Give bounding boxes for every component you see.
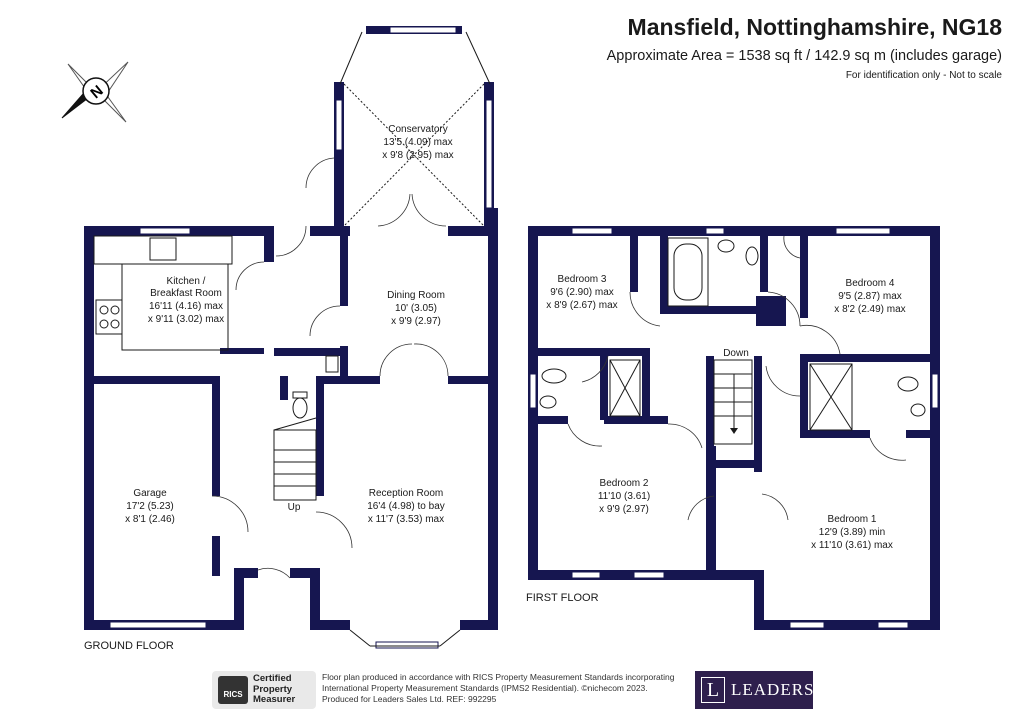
room-dimension: x 9'9 (2.97) xyxy=(599,504,649,515)
room-bedroom-1: Bedroom 1 12'9 (3.89) min x 11'10 (3.61)… xyxy=(811,514,893,551)
room-dimension: x 11'10 (3.61) max xyxy=(811,540,893,551)
room-name: Bedroom 3 xyxy=(558,274,607,285)
room-bedroom-2: Bedroom 2 11'10 (3.61) x 9'9 (2.97) xyxy=(598,478,650,515)
room-bedroom-3: Bedroom 3 9'6 (2.90) max x 8'9 (2.67) ma… xyxy=(546,274,617,311)
room-name: Bedroom 1 xyxy=(828,514,877,525)
room-dimension: 9'6 (2.90) max xyxy=(550,287,614,298)
room-dimension: x 9'8 (2.95) max xyxy=(382,150,453,161)
footer-line: Produced for Leaders Sales Ltd. REF: 992… xyxy=(322,694,497,704)
agent-logo-mark: L xyxy=(701,677,725,703)
room-bedroom-4: Bedroom 4 9'5 (2.87) max x 8'2 (2.49) ma… xyxy=(834,278,905,315)
room-dimension: 17'2 (5.23) xyxy=(126,501,174,512)
rics-logo: RICS xyxy=(218,676,248,704)
room-conservatory: Conservatory 13'5 (4.09) max x 9'8 (2.95… xyxy=(382,124,453,161)
room-dimension: 9'5 (2.87) max xyxy=(838,291,902,302)
room-dimension: 16'4 (4.98) to bay xyxy=(367,501,445,512)
ground-floor-walls xyxy=(84,26,498,630)
footer-line: International Property Measurement Stand… xyxy=(322,683,648,693)
room-dimension: x 11'7 (3.53) max xyxy=(368,514,444,525)
room-kitchen: Kitchen / Breakfast Room 16'11 (4.16) ma… xyxy=(148,276,224,325)
first-floor-windows xyxy=(529,227,939,629)
footer-line: Floor plan produced in accordance with R… xyxy=(322,672,675,682)
disclaimer: For identification only - Not to scale xyxy=(845,70,1002,81)
room-dimension: 13'5 (4.09) max xyxy=(383,137,452,148)
footer-notes: Floor plan produced in accordance with R… xyxy=(322,672,702,705)
ground-floor-fixtures xyxy=(93,235,339,501)
room-name: Dining Room xyxy=(387,290,445,301)
stairs-down-label: Down xyxy=(723,348,749,359)
compass-icon: N xyxy=(61,61,129,123)
room-name: Reception Room xyxy=(369,488,443,499)
room-dimension: 16'11 (4.16) max xyxy=(149,301,223,312)
room-dimension: x 8'9 (2.67) max xyxy=(546,300,617,311)
room-name: Bedroom 2 xyxy=(600,478,649,489)
rics-badge: RICS Certified Property Measurer xyxy=(212,671,316,709)
room-name: Conservatory xyxy=(388,124,447,135)
room-dimension: 10' (3.05) xyxy=(395,303,437,314)
area-summary: Approximate Area = 1538 sq ft / 142.9 sq… xyxy=(606,48,1002,64)
room-dining: Dining Room 10' (3.05) x 9'9 (2.97) xyxy=(387,290,445,327)
ground-floor-doors xyxy=(211,157,449,579)
room-dimension: 12'9 (3.89) min xyxy=(819,527,885,538)
page-title: Mansfield, Nottinghamshire, NG18 xyxy=(627,14,1002,40)
first-floor-label: FIRST FLOOR xyxy=(526,592,599,604)
room-name: Bedroom 4 xyxy=(846,278,895,289)
room-name: Breakfast Room xyxy=(150,288,222,299)
room-reception: Reception Room 16'4 (4.98) to bay x 11'7… xyxy=(367,488,445,525)
room-dimension: x 8'1 (2.46) xyxy=(125,514,175,525)
ground-floor-label: GROUND FLOOR xyxy=(84,640,174,652)
agent-logo: L LEADERS xyxy=(695,671,815,709)
first-floor-fixtures xyxy=(539,237,926,445)
first-floor-doors xyxy=(567,235,907,521)
agent-logo-name: LEADERS xyxy=(731,680,815,699)
rics-certified-text: Certified Property Measurer xyxy=(253,673,296,705)
room-name: Garage xyxy=(133,488,167,499)
stairs-up-label: Up xyxy=(288,502,301,513)
room-name: Kitchen / xyxy=(167,276,206,287)
room-dimension: x 8'2 (2.49) max xyxy=(834,304,905,315)
ground-floor-windows xyxy=(109,26,493,649)
room-garage: Garage 17'2 (5.23) x 8'1 (2.46) xyxy=(125,488,175,525)
room-dimension: x 9'9 (2.97) xyxy=(391,316,441,327)
room-dimension: 11'10 (3.61) xyxy=(598,491,650,502)
room-dimension: x 9'11 (3.02) max xyxy=(148,314,224,325)
